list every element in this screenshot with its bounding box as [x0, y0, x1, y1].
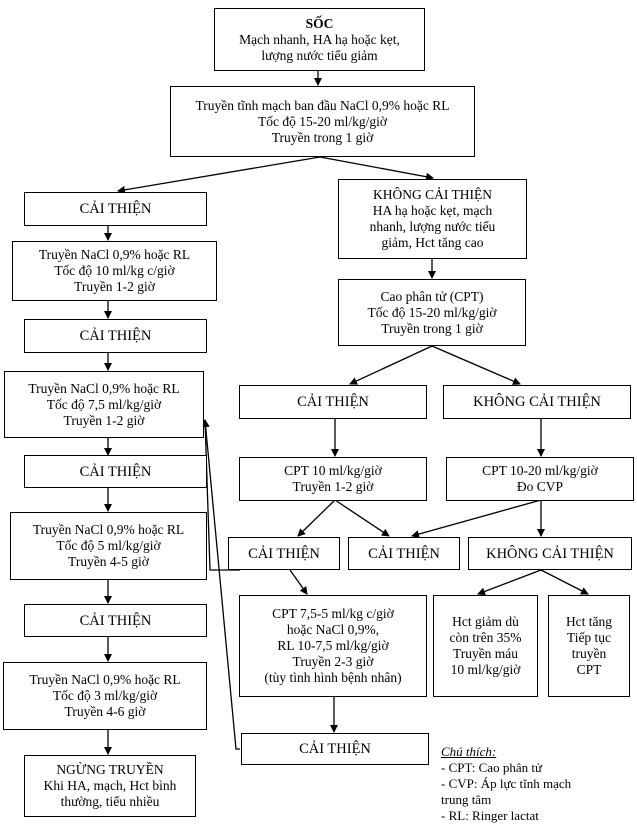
- box-text-line: Truyền NaCl 0,9% hoặc RL: [32, 522, 185, 537]
- legend: Chú thích: - CPT: Cao phân tử - CVP: Áp …: [441, 744, 571, 824]
- box-text-line: Tốc độ 5 ml/kg/giờ: [56, 538, 161, 553]
- box-text-line: CẢI THIỆN: [368, 545, 440, 562]
- right-improve-box-3: CẢI THIỆN: [348, 537, 460, 570]
- box-text-line: RL 10-7,5 ml/kg/giờ: [277, 638, 389, 653]
- right-no-improve-box-3: KHÔNG CẢI THIỆN: [468, 537, 632, 570]
- arrow-r6a: [411, 499, 542, 538]
- box-text-line: Đo CVP: [516, 479, 564, 494]
- legend-item: trung tâm: [441, 792, 492, 807]
- box-text-line: Tốc độ 7,5 ml/kg/giờ: [46, 396, 162, 412]
- box-text-line: Tốc độ 3 ml/kg/giờ: [52, 688, 158, 703]
- box-text-line: CPT: [576, 662, 602, 677]
- left-improve-box-3: CẢI THIỆN: [24, 455, 207, 488]
- arrow-r8a: [477, 569, 542, 596]
- right-improve-box-2: CẢI THIỆN: [228, 537, 340, 570]
- arrow-r2a: [349, 345, 433, 385]
- box-text-line: Truyền tĩnh mạch ban đầu NaCl 0,9% hoặc …: [195, 97, 450, 113]
- box-text-line: NGỪNG TRUYỀN: [56, 762, 164, 777]
- box-text-line: nhanh, lượng nước tiểu: [369, 219, 496, 234]
- arrow-initial-improve: [117, 156, 321, 194]
- right-improve-box-1: CẢI THIỆN: [239, 385, 427, 419]
- legend-item: - RL: Ringer lactat: [441, 808, 539, 823]
- box-text-line: Truyền 4-6 giờ: [64, 704, 146, 719]
- box-text-line: 10 ml/kg/giờ: [450, 662, 521, 677]
- box-text-line: Truyền 1-2 giờ: [292, 479, 374, 494]
- right-no-improve-box-2: KHÔNG CẢI THIỆN: [443, 385, 631, 419]
- left-improve-box-2: CẢI THIỆN: [24, 319, 207, 353]
- box-text-line: CẢI THIỆN: [79, 201, 152, 217]
- box-text-line: Truyền trong 1 giờ: [381, 320, 483, 336]
- box-text-line: Hct giảm dù: [452, 614, 519, 629]
- arrow-initial-noimprove: [319, 156, 434, 181]
- box-text-line: thường, tiểu nhiều: [60, 794, 160, 809]
- box-text-line: Truyền NaCl 0,9% hoặc RL: [29, 672, 181, 687]
- arrow-r7: [289, 569, 308, 595]
- box-text-line: Truyền trong 1 giờ: [271, 129, 374, 145]
- box-text-line: Khi HA, mạch, Hct bình: [43, 778, 177, 793]
- box-text-line: Truyền 1-2 giờ: [63, 412, 145, 428]
- box-text-line: Truyền NaCl 0,9% hoặc RL: [28, 380, 180, 396]
- box-text-line: lượng nước tiểu giảm: [261, 47, 378, 63]
- left-improve-box-4: CẢI THIỆN: [24, 604, 207, 637]
- box-text-line: CẢI THIỆN: [299, 741, 371, 757]
- box-text-line: KHÔNG CẢI THIỆN: [373, 187, 492, 202]
- box-text-line: hoặc NaCl 0,9%,: [286, 622, 380, 637]
- box-text-line: CPT 10 ml/kg/giờ: [284, 463, 382, 478]
- box-text-line: giảm, Hct tăng cao: [381, 235, 484, 250]
- box-text-line: Cao phân tử (CPT): [380, 288, 484, 304]
- box-text-line: Tiếp tục: [566, 630, 612, 645]
- box-text-line: SỐC: [305, 15, 334, 31]
- box-text-line: CPT 10-20 ml/kg/giờ: [482, 463, 598, 478]
- box-text-line: Truyền NaCl 0,9% hoặc RL: [38, 247, 191, 262]
- legend-item: - CPT: Cao phân tử: [441, 760, 543, 775]
- box-text-line: (tùy tình hình bệnh nhân): [264, 670, 402, 685]
- box-text-line: Truyền 1-2 giờ: [74, 279, 155, 294]
- right-improve-box-4: CẢI THIỆN: [241, 733, 429, 765]
- box-text-line: Truyền 4-5 giờ: [68, 554, 149, 569]
- arrow-r5b: [334, 499, 390, 537]
- box-text-line: Tốc độ 15-20 ml/kg/giờ: [367, 304, 497, 320]
- legend-title: Chú thích:: [441, 744, 497, 759]
- box-text-line: Tốc độ 15-20 ml/kg/giờ: [257, 113, 387, 129]
- arrow-r8b: [540, 569, 589, 595]
- box-text-line: CẢI THIỆN: [79, 463, 152, 480]
- box-text-line: Truyền máu: [452, 646, 519, 661]
- box-text-line: CẢI THIỆN: [79, 612, 152, 629]
- box-text-line: Mạch nhanh, HA hạ hoặc kẹt,: [239, 31, 400, 47]
- box-text-line: CPT 7,5-5 ml/kg c/giờ: [272, 606, 394, 621]
- box-text-line: còn trên 35%: [449, 630, 522, 645]
- box-text-line: CẢI THIỆN: [297, 394, 369, 410]
- arrow-r5a: [297, 499, 336, 537]
- box-text-line: Hct tăng: [565, 614, 613, 629]
- box-text-line: HA hạ hoặc kẹt, mạch: [372, 203, 493, 218]
- arrow-return-final: [201, 419, 240, 750]
- box-text-line: CẢI THIỆN: [79, 328, 152, 344]
- box-text-line: KHÔNG CẢI THIỆN: [473, 394, 601, 410]
- legend-item: - CVP: Áp lực tĩnh mạch: [441, 776, 572, 791]
- box-text-line: Truyền 2-3 giờ: [292, 654, 374, 669]
- initial-infusion-box: Truyền tĩnh mạch ban đầu NaCl 0,9% hoặc …: [170, 86, 475, 157]
- arrow-r2b: [431, 345, 521, 385]
- box-text-line: truyền: [571, 646, 607, 661]
- box-text-line: CẢI THIỆN: [248, 545, 320, 562]
- box-text-line: Tốc độ 10 ml/kg c/giờ: [54, 263, 175, 278]
- box-text-line: KHÔNG CẢI THIỆN: [486, 545, 614, 562]
- left-improve-box-1: CẢI THIỆN: [24, 192, 207, 226]
